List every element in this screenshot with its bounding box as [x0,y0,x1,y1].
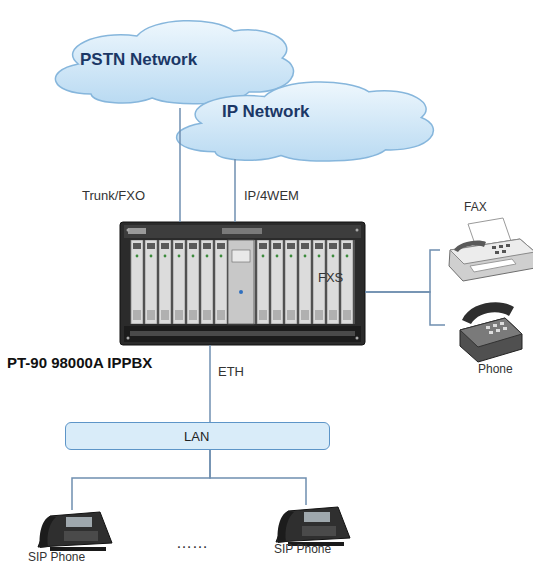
ippbx-chassis [120,222,365,345]
analog-phone [460,302,522,362]
cloud-network: IP Network [160,70,435,165]
fax-device: FAX [440,200,533,282]
phone-device: Phone [445,298,533,378]
cloud-network: PSTN Network [40,8,295,108]
connection-label: FXS [318,270,343,285]
node-label: FAX [464,200,487,214]
connection-label: ETH [218,364,244,379]
node-label: SIP Phone [28,550,85,564]
node-label: PT-90 98000A IPPBX [7,354,152,371]
ellipsis-label: …… [176,534,208,552]
connector-line [72,450,210,510]
sip-phone-device: SIP Phone [262,505,352,561]
node-label: IP Network [222,102,310,122]
node-label: LAN [184,429,209,444]
node-label: Phone [478,362,513,376]
connection-label: IP/4WEM [244,188,299,203]
connector-line [234,159,236,222]
connector-line [179,108,181,222]
sip-phone-device: SIP Phone [28,510,118,566]
connector-line [365,292,445,325]
node-label: SIP Phone [274,542,331,556]
connector-line [210,450,306,505]
connection-label: Trunk/FXO [82,188,145,203]
node-label: PSTN Network [80,50,197,70]
lan-band: LAN [65,422,330,450]
sip-phone [38,512,112,551]
connector-line [365,250,440,292]
sip-phone [276,507,350,546]
fax-machine [449,218,533,281]
connector-line [209,345,211,422]
